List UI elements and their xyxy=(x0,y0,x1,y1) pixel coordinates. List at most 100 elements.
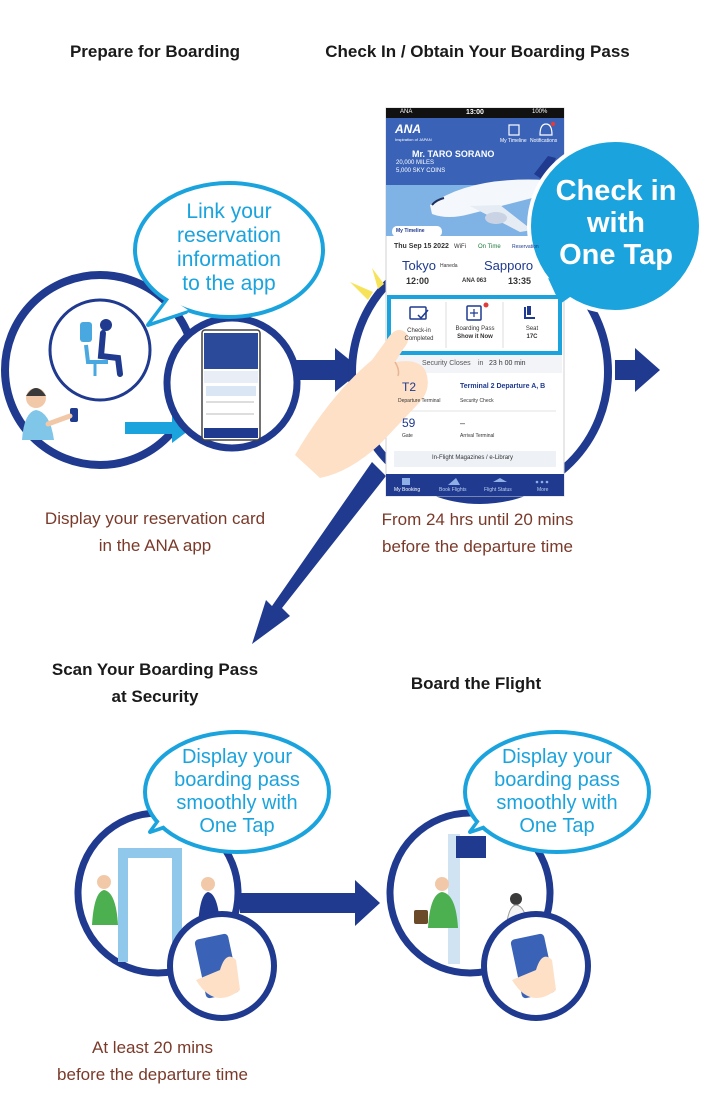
from-city: Tokyo xyxy=(402,258,436,273)
boarding-pass-label: Boarding Pass xyxy=(455,326,495,332)
tab-book-flights[interactable]: Book Flights xyxy=(439,487,467,493)
person-with-phone-icon xyxy=(22,388,78,440)
arrival-terminal-label: Arrival Terminal xyxy=(460,433,495,439)
bubble-line: One Tap xyxy=(519,815,595,837)
airplane-image xyxy=(430,156,560,232)
notifications-link[interactable]: Notifications xyxy=(530,138,558,144)
caption-line: in the ANA app xyxy=(98,536,212,555)
caption-line: At least 20 mins xyxy=(92,1038,213,1057)
wifi-badge: WiFi xyxy=(454,244,466,250)
hand-holding-phone-icon-2 xyxy=(510,933,556,999)
phone-tab-bar xyxy=(386,474,564,496)
show-it-now-label: Show it Now xyxy=(457,334,493,340)
checkin-completed-button[interactable]: Check-in Completed xyxy=(396,327,442,343)
seat-button[interactable]: Seat 17C xyxy=(512,325,552,341)
reservation-link[interactable]: Reservation xyxy=(512,244,539,250)
bubble-line: information xyxy=(177,248,281,272)
arrow-prepare-to-checkin xyxy=(295,348,362,392)
sky-coins: 5,000 SKY COINS xyxy=(396,168,446,174)
bell-icon xyxy=(539,121,556,136)
step-title-security-line2: at Security xyxy=(111,687,199,706)
bubble-line: One Tap xyxy=(559,238,673,271)
tab-more[interactable]: More xyxy=(537,487,549,493)
arrow-diagonal-to-security xyxy=(252,462,386,644)
tab-my-booking[interactable]: My Booking xyxy=(394,487,421,493)
caption-checkin: From 24 hrs until 20 mins before the dep… xyxy=(345,506,610,560)
bubble-link-reservation-text: Link your reservation information to the… xyxy=(140,200,318,297)
bubble-link-reservation xyxy=(133,181,325,327)
bubble-line: to the app xyxy=(182,272,276,296)
bubble-security-text: Display your boarding pass smoothly with… xyxy=(148,746,326,838)
bubble-line: smoothly with xyxy=(496,792,618,814)
timeline-icon xyxy=(508,124,520,136)
bubble-line: Display your xyxy=(181,746,293,768)
miles: 20,000 MILES xyxy=(396,160,435,166)
caption-line: Display your reservation card xyxy=(44,509,266,528)
to-city: Sapporo xyxy=(484,258,534,273)
seat-label: Seat xyxy=(525,326,539,332)
hand-holding-phone-icon xyxy=(194,933,240,999)
boarding-pass-icon xyxy=(466,302,489,321)
arrival-time: 13:35 xyxy=(508,276,532,286)
terminal-info: Terminal 2 Departure A, B xyxy=(460,383,546,390)
security-in: in xyxy=(478,360,484,367)
bubble-check-in-one-tap xyxy=(527,138,703,314)
step-title-board: Board the Flight xyxy=(410,674,542,693)
terminal-label: Departure Terminal xyxy=(398,398,441,404)
caption-line: before the departure time xyxy=(382,537,573,556)
passenger-name: Mr. TARO SORANO xyxy=(412,149,495,159)
checkin-completed-icon xyxy=(409,306,429,320)
security-gate-icon xyxy=(92,848,220,962)
bubble-check-in-text: Check in with One Tap xyxy=(535,175,697,272)
bubble-line: Check in xyxy=(555,175,677,207)
phone-status-bar xyxy=(386,108,564,118)
bubble-line: Link your xyxy=(186,200,272,223)
phone-carrier: ANA xyxy=(400,109,413,115)
flight-number: ANA 063 xyxy=(462,278,487,284)
from-airport: Haneda xyxy=(440,263,458,269)
arrow-security-to-board xyxy=(240,880,380,926)
security-closes: Security Closes xyxy=(422,360,471,367)
bubble-line: boarding pass xyxy=(174,769,300,791)
checkin-label: Check-in xyxy=(407,328,431,334)
seat-number: 17C xyxy=(526,334,538,340)
bubble-line: with xyxy=(587,206,645,239)
bubble-board-text: Display your boarding pass smoothly with… xyxy=(468,746,646,838)
gate-number: 59 xyxy=(402,416,416,430)
tapping-hand-icon xyxy=(295,330,428,478)
caption-line: From 24 hrs until 20 mins xyxy=(381,510,574,529)
phone-time: 13:00 xyxy=(466,109,484,116)
tap-sparkle-icon xyxy=(350,268,384,300)
bubble-line: boarding pass xyxy=(494,769,620,791)
seat-icon xyxy=(80,319,123,377)
caption-line: before the departure time xyxy=(57,1065,248,1084)
step-title-checkin: Check In / Obtain Your Boarding Pass xyxy=(325,42,630,61)
security-countdown: 23 h 00 min xyxy=(489,360,526,367)
security-check-label: Security Check xyxy=(460,398,494,404)
phone-battery: 100% xyxy=(532,109,548,115)
ana-logo-sub: Inspiration of JAPAN xyxy=(395,137,432,142)
caption-security: At least 20 mins before the departure ti… xyxy=(25,1034,280,1088)
bubble-line: Display your xyxy=(501,746,613,768)
my-timeline-link[interactable]: My Timeline xyxy=(500,138,527,144)
on-time-status: On Time xyxy=(478,244,501,250)
flight-date: Thu Sep 15 2022 xyxy=(394,243,449,250)
caption-prepare: Display your reservation card in the ANA… xyxy=(10,505,300,559)
bubble-board-one-tap xyxy=(463,730,651,854)
arrow-checkin-to-next xyxy=(615,348,660,392)
ana-logo: ANA xyxy=(395,122,421,136)
gate-label: Gate xyxy=(402,433,413,439)
phone-mini-icon xyxy=(201,329,261,441)
magazine-row xyxy=(394,451,556,467)
magazines-link[interactable]: In-Flight Magazines / e-Library xyxy=(432,455,514,461)
timeline-button-bg xyxy=(392,226,442,237)
terminal: T2 xyxy=(402,380,417,394)
step-title-security: Scan Your Boarding Pass at Security xyxy=(25,656,285,710)
bubble-line: reservation xyxy=(177,224,281,248)
tab-flight-status[interactable]: Flight Status xyxy=(484,487,512,493)
timeline-button[interactable]: My Timeline xyxy=(396,228,425,234)
arrival-terminal-value: – xyxy=(460,418,466,428)
boarding-pass-button[interactable]: Boarding Pass Show it Now xyxy=(450,325,500,341)
completed-label: Completed xyxy=(404,336,434,342)
